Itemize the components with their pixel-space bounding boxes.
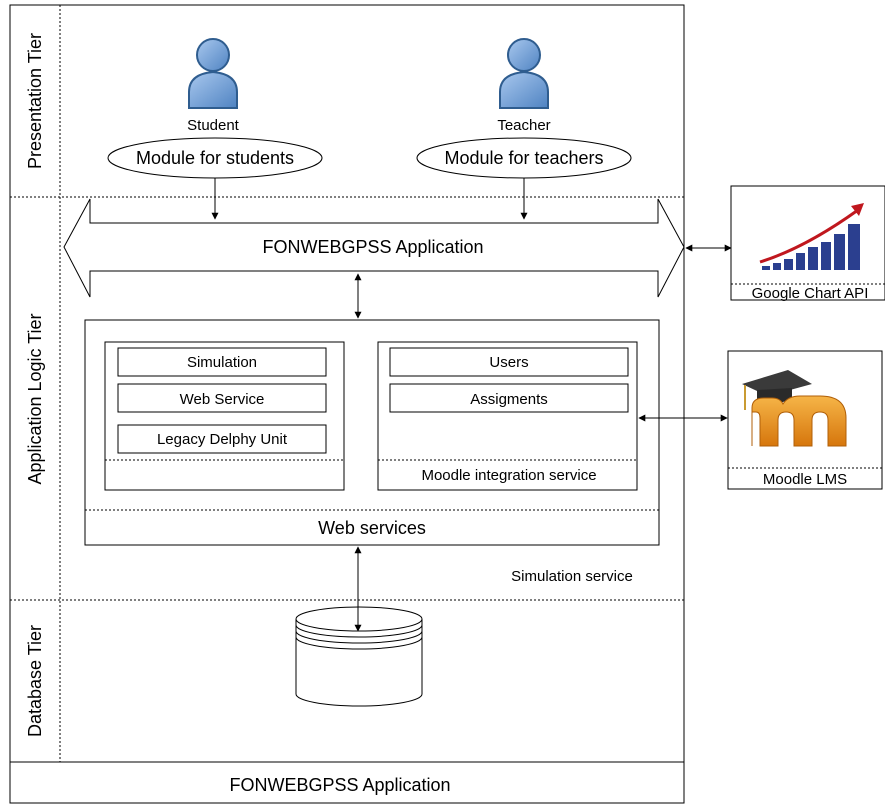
outer-frame [9, 4, 685, 804]
web-service-item: Web Service [180, 391, 265, 408]
web-service-item-box [117, 383, 327, 413]
moodle-integration-label: Moodle integration service [421, 467, 596, 484]
users-item-box [389, 347, 629, 377]
app-banner-label: FONWEBGPSS Application [262, 237, 483, 257]
google-chart-label: Google Chart API [752, 285, 869, 302]
tier-label-presentation: Presentation Tier [25, 33, 45, 169]
assignments-item: Assigments [470, 391, 548, 408]
web-services-label: Web services [318, 518, 426, 538]
teacher-label: Teacher [497, 117, 550, 134]
tier-label-application-logic: Application Logic Tier [25, 313, 45, 484]
simulation-item: Simulation [187, 354, 257, 371]
tier-label-database: Database Tier [25, 625, 45, 737]
bar-chart-growth-icon [759, 203, 864, 270]
moodle-lms-label: Moodle LMS [763, 471, 847, 488]
simulation-service-label: Simulation service [511, 568, 633, 585]
legacy-unit-item-box [117, 424, 327, 454]
teacher-person-icon [499, 38, 549, 109]
assignments-item-box [389, 383, 629, 413]
footer-app-label: FONWEBGPSS Application [229, 775, 450, 795]
legacy-unit-item: Legacy Delphy Unit [157, 431, 288, 448]
users-item: Users [489, 354, 528, 371]
student-person-icon [188, 38, 238, 109]
simulation-item-box [117, 347, 327, 377]
student-label: Student [187, 117, 240, 134]
moodle-logo-icon [742, 370, 847, 447]
student-module-label: Module for students [136, 148, 294, 168]
app-banner-arrow [63, 198, 685, 298]
teacher-module-label: Module for teachers [444, 148, 603, 168]
database-cylinder-icon [295, 606, 423, 707]
